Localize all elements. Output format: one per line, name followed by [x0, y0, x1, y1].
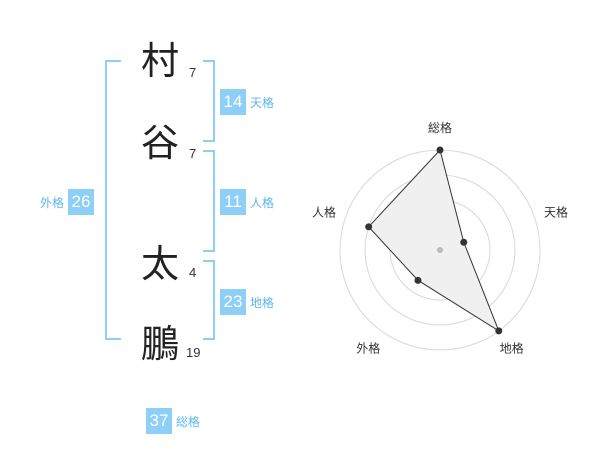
- soukaku-label: 総格: [176, 414, 201, 429]
- chikaku-badge: 23 地格: [220, 289, 274, 315]
- radar-axis-label-0: 総格: [428, 120, 452, 135]
- radar-point-3: [414, 276, 422, 284]
- tenkaku-label: 天格: [250, 95, 275, 110]
- stroke-count-3: 4: [189, 265, 197, 280]
- soukaku-value: 37: [146, 408, 172, 434]
- chikaku-label: 地格: [250, 295, 275, 310]
- radar-point-0: [436, 146, 444, 154]
- stroke-count-4: 19: [186, 345, 201, 360]
- radar-points: [365, 146, 503, 335]
- jinkaku-badge: 11 人格: [220, 189, 274, 215]
- tenkaku-badge: 14 天格: [220, 89, 274, 115]
- chikaku-value: 23: [220, 289, 246, 315]
- radar-point-1: [460, 238, 468, 246]
- radar-point-2: [495, 327, 503, 335]
- stroke-count-2: 7: [189, 146, 197, 161]
- jinkaku-bracket: [203, 150, 215, 252]
- name-char-1: 村: [141, 39, 180, 83]
- name-char-2: 谷: [141, 121, 180, 165]
- jinkaku-label: 人格: [250, 195, 275, 210]
- radar-center: [437, 247, 443, 253]
- tenkaku-bracket: [203, 60, 215, 142]
- radar-area: [367, 148, 500, 333]
- radar-axis-label-3: 外格: [356, 341, 380, 356]
- name-char-4: 鵬: [141, 322, 180, 366]
- gaikaku-badge: 外格 26: [40, 189, 95, 215]
- gaikaku-value: 26: [68, 189, 95, 215]
- radar-axis-label-2: 地格: [500, 341, 524, 356]
- radar-axis-label-1: 天格: [544, 204, 568, 219]
- radar-axis-label-4: 人格: [312, 204, 336, 219]
- chikaku-bracket: [203, 260, 215, 340]
- gaikaku-label: 外格: [40, 195, 65, 210]
- jinkaku-value: 11: [220, 189, 246, 215]
- stroke-count-1: 7: [189, 65, 197, 80]
- tenkaku-value: 14: [220, 89, 246, 115]
- soukaku-badge: 37 総格: [146, 408, 200, 434]
- gaikaku-bracket: [105, 60, 121, 340]
- radar-point-4: [365, 223, 373, 231]
- name-char-3: 太: [141, 242, 180, 286]
